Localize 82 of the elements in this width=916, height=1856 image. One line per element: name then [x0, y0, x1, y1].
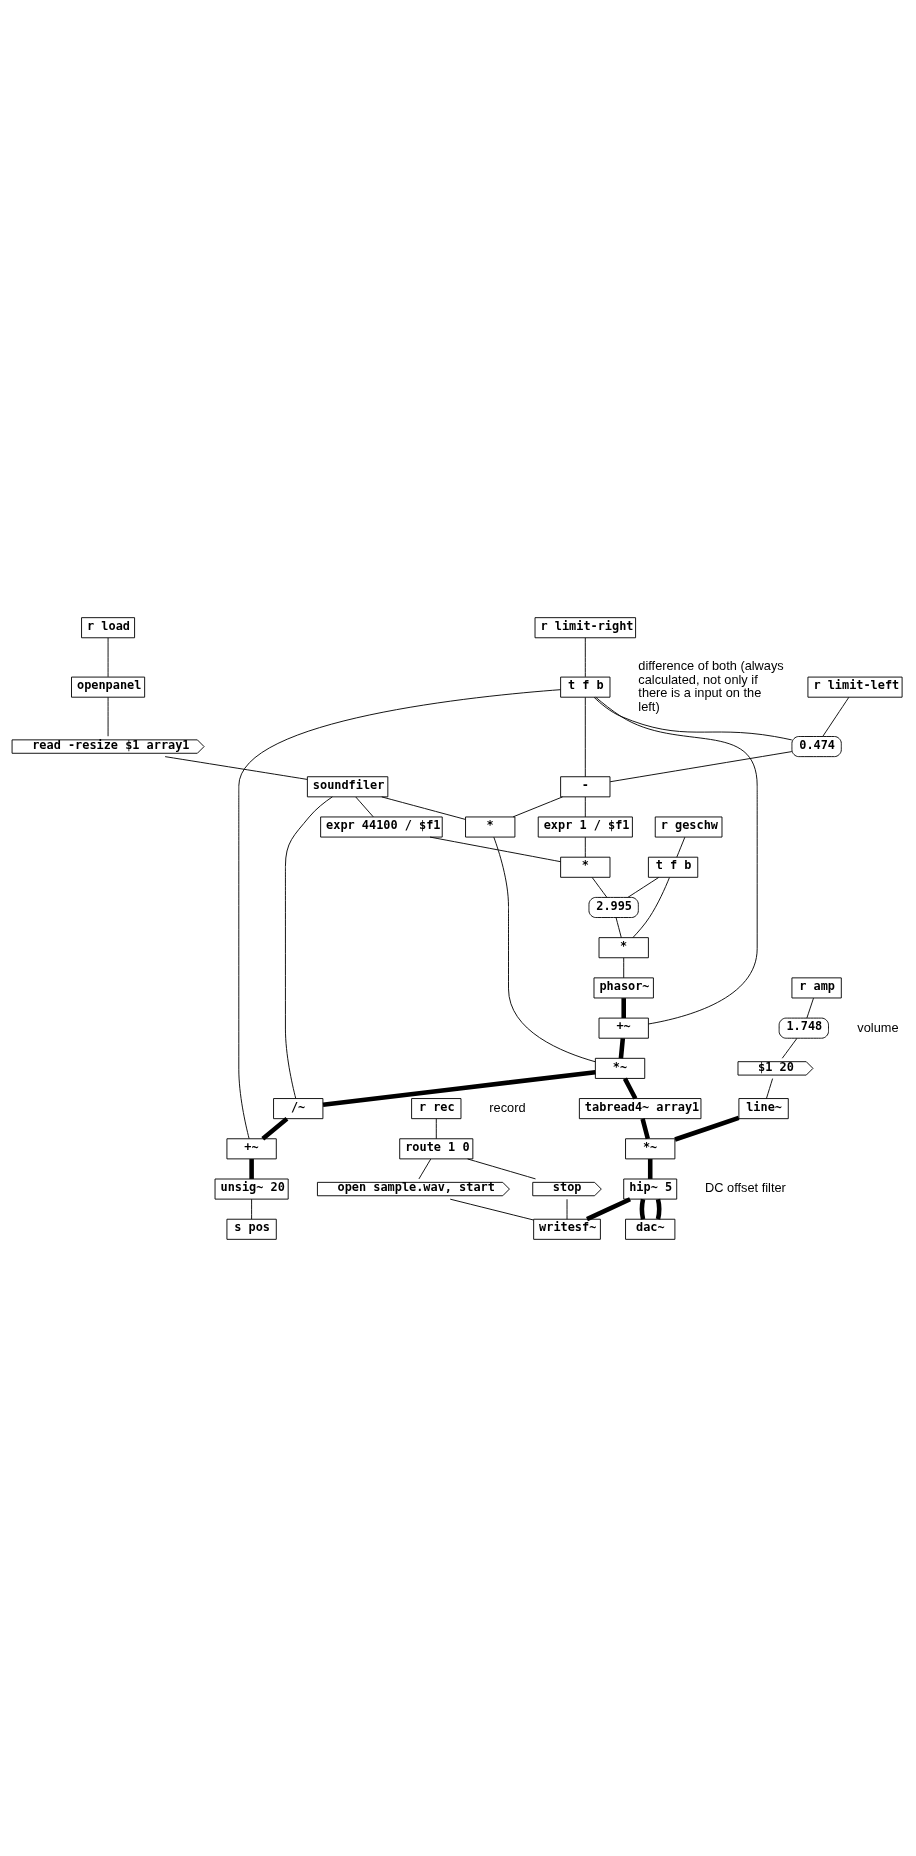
node-label: DC offset filter [705, 1179, 786, 1195]
connector [238, 688, 561, 1139]
connector [766, 1077, 774, 1099]
node-box: expr 1 / $f1 [537, 816, 633, 838]
connector [261, 1116, 289, 1140]
node-box: tabread4~ array1 [578, 1097, 702, 1119]
node-box: writesf~ [533, 1218, 601, 1240]
connector [107, 696, 109, 737]
node-box: r load [81, 616, 136, 638]
connector [822, 696, 850, 737]
connector [107, 636, 109, 677]
connector [640, 1117, 650, 1139]
node-box: r rec [411, 1097, 462, 1119]
connector [623, 956, 625, 978]
connector [249, 1158, 254, 1179]
connector [584, 636, 586, 677]
connector [584, 696, 586, 777]
node-box: soundfiler [306, 775, 389, 797]
connector [618, 1037, 626, 1058]
connector [381, 795, 466, 820]
node-box: +~ [598, 1017, 649, 1039]
connector [627, 876, 660, 898]
connector [512, 795, 563, 817]
connector [285, 795, 333, 1099]
node-box: phasor~ [593, 976, 654, 998]
connector [586, 1196, 632, 1221]
node-box: t f b [560, 676, 611, 698]
connector [435, 1117, 437, 1139]
node-label: volume [857, 1019, 899, 1035]
connector [622, 1077, 638, 1100]
connector [806, 997, 814, 1018]
connector [674, 1115, 740, 1142]
node-box: r limit-right [534, 616, 637, 638]
connector [591, 876, 608, 898]
node-box: line~ [738, 1097, 789, 1119]
node-box: r geschw [654, 816, 723, 838]
connector [647, 1158, 653, 1179]
connector [639, 1198, 646, 1220]
connector [164, 755, 308, 780]
node-box: t f b [647, 856, 699, 878]
node-box: 0.474 [791, 735, 842, 757]
node-box: openpanel [71, 676, 146, 698]
connector [584, 796, 586, 817]
node-box: route 1 0 [399, 1137, 474, 1159]
connector [493, 836, 596, 1062]
connector [781, 1037, 798, 1059]
node-label: record [489, 1099, 526, 1115]
node-box: dac~ [625, 1218, 676, 1240]
connector [655, 1198, 662, 1220]
connector [418, 1158, 432, 1179]
node-box: expr 44100 / $f1 [320, 816, 443, 838]
connector [429, 836, 562, 862]
node-box: s pos [226, 1218, 277, 1240]
node-box: 1.748 [778, 1017, 829, 1039]
node-box: - [560, 775, 611, 797]
connector [676, 836, 686, 858]
node-box: hip~ 5 [623, 1178, 678, 1200]
node-box: * [465, 816, 516, 838]
node-box: * [598, 936, 649, 958]
connector [609, 750, 793, 782]
node-box: * [560, 856, 611, 878]
connector [566, 1198, 568, 1220]
node-box: *~ [625, 1137, 676, 1159]
node-box: 2.995 [588, 896, 639, 918]
connector [632, 876, 670, 938]
connector [595, 696, 758, 1024]
connector [467, 1158, 536, 1179]
connector [584, 836, 586, 858]
connector [355, 796, 374, 817]
node-label: difference of both (always calculated, not only if there is a input on the left) [638, 657, 784, 714]
node-box: unsig~ 20 [214, 1178, 289, 1200]
connector [621, 997, 626, 1018]
connector [251, 1198, 253, 1220]
node-box: r limit-left [807, 676, 903, 698]
node-box: *~ [594, 1057, 646, 1079]
node-box: r amp [791, 976, 842, 998]
connector [593, 696, 793, 740]
node-box: +~ [226, 1137, 277, 1159]
node-box: /~ [273, 1097, 324, 1119]
connector [322, 1069, 596, 1107]
connector [615, 916, 622, 938]
connector [449, 1198, 534, 1220]
